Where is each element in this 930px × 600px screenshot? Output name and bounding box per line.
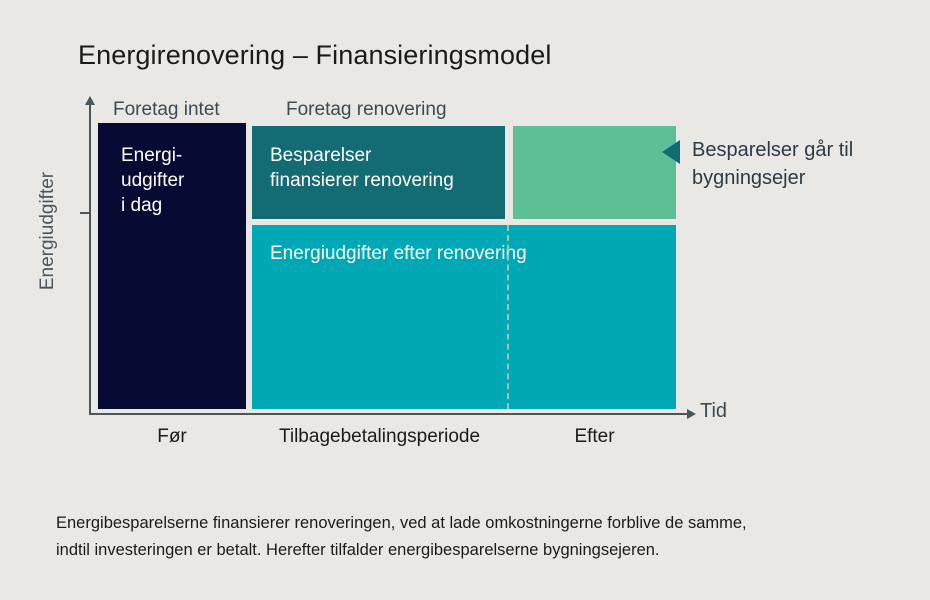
caption: Energibesparelserne finansierer renoveri…	[56, 510, 886, 563]
y-axis-label: Energiudgifter	[37, 171, 58, 291]
annotation-savings-to-owner: Besparelser går til bygningsejer	[692, 136, 853, 193]
bar-savings-to-owner	[513, 126, 676, 219]
bar-current-energy-label-line3: i dag	[121, 195, 163, 217]
y-axis-line	[89, 103, 91, 415]
x-axis-label: Tid	[700, 400, 728, 422]
bar-current-energy-cost: Energi- udgifter i dag	[98, 123, 246, 409]
bar-current-energy-label-line1: Energi-	[121, 145, 183, 166]
chart-area: Energiudgifter Foretag intet Foretag ren…	[37, 96, 853, 447]
bar-current-energy-label-line2: udgifter	[121, 170, 185, 192]
column-header-do-renovation: Foretag renovering	[286, 99, 447, 120]
category-label-after: Efter	[574, 426, 615, 447]
column-header-do-nothing: Foretag intet	[113, 99, 220, 120]
y-axis-tick	[80, 212, 90, 214]
x-axis-arrow-icon	[687, 409, 696, 419]
bar-energy-after-label: Energiudgifter efter renovering	[270, 243, 527, 264]
bar-energy-after-renovation: Energiudgifter efter renovering	[252, 225, 676, 409]
bar-savings-label-line2: finansierer renovering	[270, 170, 454, 192]
category-label-before: Før	[157, 426, 187, 447]
annotation-line1: Besparelser går til	[692, 139, 854, 161]
y-axis-arrow-icon	[85, 96, 95, 105]
bar-savings-label-line1: Besparelser	[270, 145, 372, 166]
caption-line1: Energibesparelserne finansierer renoveri…	[56, 514, 747, 532]
bar-savings-finance-renovation: Besparelser finansierer renovering	[252, 126, 505, 219]
x-axis-line	[89, 413, 689, 415]
annotation-line2: bygningsejer	[692, 167, 806, 190]
page-title: Energirenovering – Finansieringsmodel	[78, 40, 552, 70]
annotation-arrow-icon	[662, 140, 680, 164]
category-label-payback-period: Tilbagebetalingsperiode	[278, 426, 481, 447]
payback-period-divider	[507, 225, 509, 409]
caption-line2: indtil investeringen er betalt. Herefter…	[56, 540, 660, 559]
